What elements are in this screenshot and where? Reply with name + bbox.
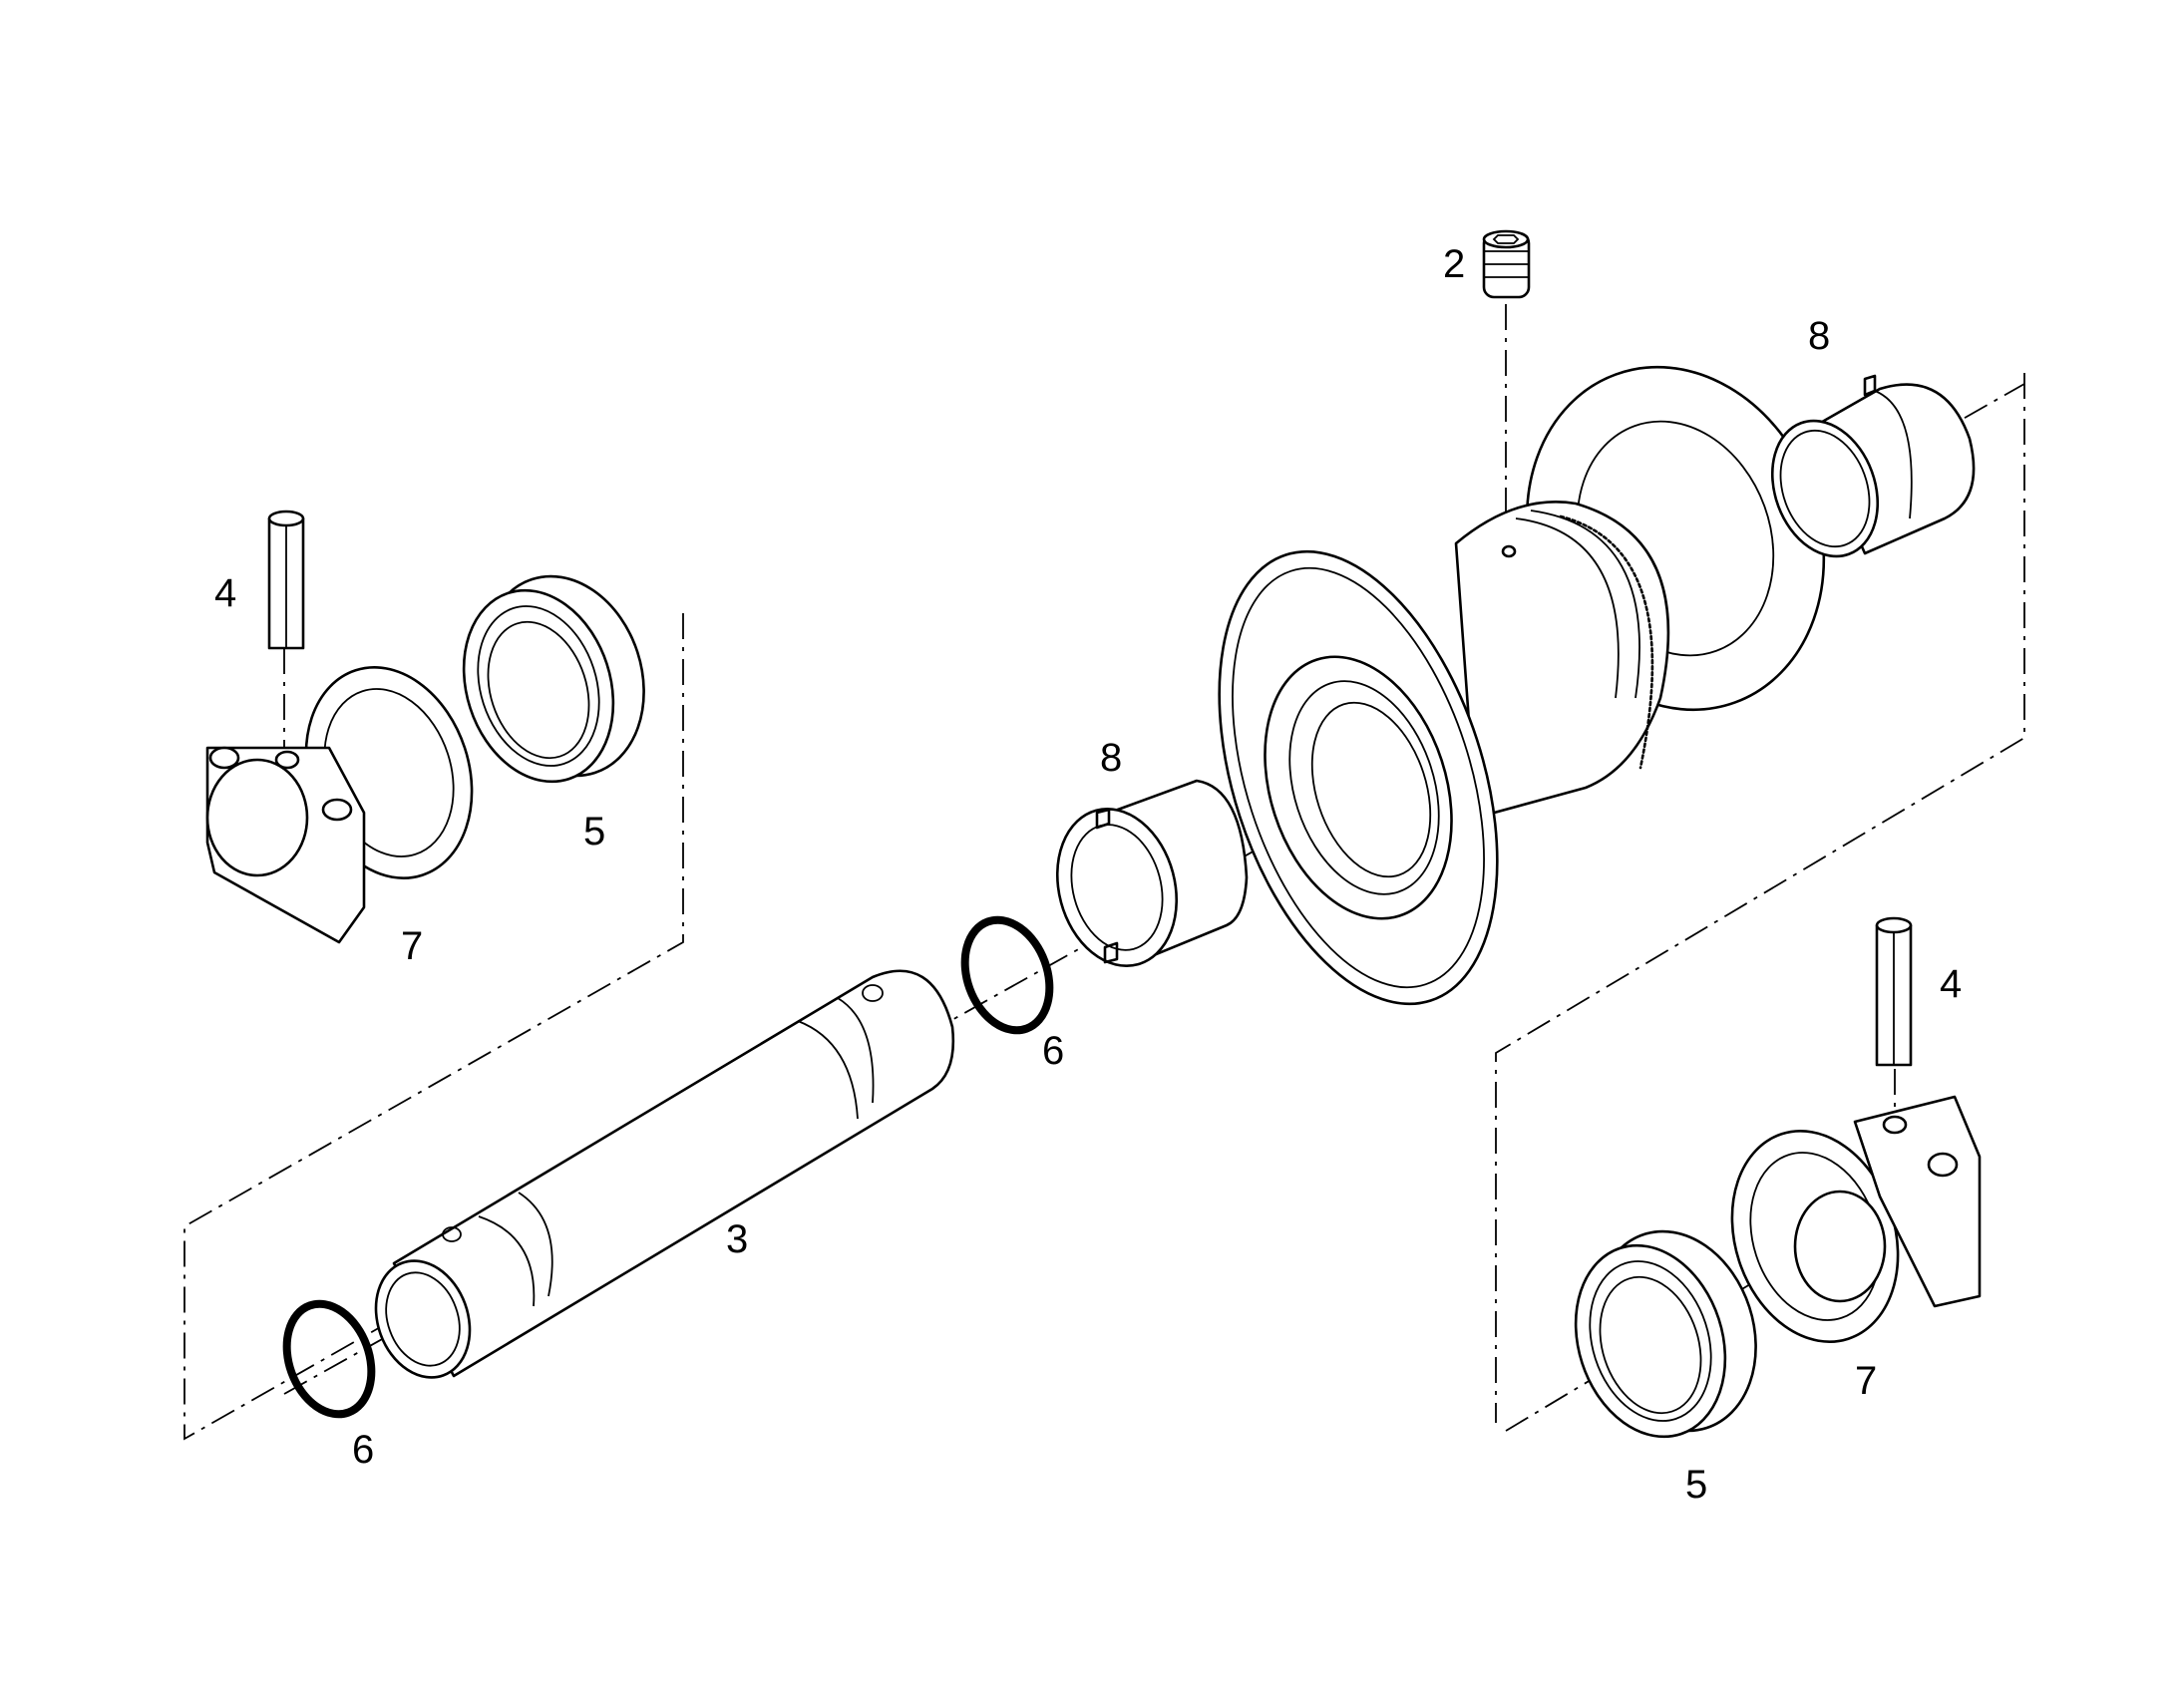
label-seal-left: 5 — [583, 810, 605, 854]
roller-body[interactable] — [1167, 325, 1871, 1039]
bushing-right[interactable] — [1754, 374, 1976, 571]
label-o-ring-center: 6 — [1042, 1029, 1064, 1073]
label-bracket-right: 7 — [1855, 1359, 1877, 1403]
label-bushing-right: 8 — [1808, 314, 1830, 358]
assembly-boundary-left — [183, 613, 684, 1441]
bracket-right[interactable] — [1706, 1095, 1982, 1363]
bracket-left[interactable] — [205, 646, 498, 944]
assembly-boundary-right — [1495, 373, 2025, 1423]
seal-left[interactable] — [440, 555, 668, 802]
bushing-center[interactable] — [1040, 779, 1249, 979]
seal-right[interactable] — [1552, 1210, 1780, 1457]
label-roll-pin-left: 4 — [214, 571, 236, 615]
callout-labels: 4 7 5 3 6 6 8 2 8 4 7 5 — [214, 242, 1962, 1507]
o-ring-center[interactable] — [950, 908, 1064, 1042]
label-o-ring-left: 6 — [352, 1428, 374, 1472]
shaft[interactable] — [360, 969, 955, 1391]
o-ring-left[interactable] — [272, 1292, 386, 1426]
label-seal-right: 5 — [1685, 1463, 1707, 1507]
label-bushing-center: 8 — [1100, 736, 1122, 780]
label-bracket-left: 7 — [401, 924, 423, 968]
roll-pin-right[interactable] — [1875, 916, 1913, 1067]
label-roll-pin-right: 4 — [1940, 962, 1962, 1006]
label-plug: 2 — [1443, 242, 1465, 286]
plug[interactable] — [1482, 229, 1531, 299]
label-shaft: 3 — [726, 1217, 748, 1261]
roll-pin-left[interactable] — [267, 510, 305, 650]
